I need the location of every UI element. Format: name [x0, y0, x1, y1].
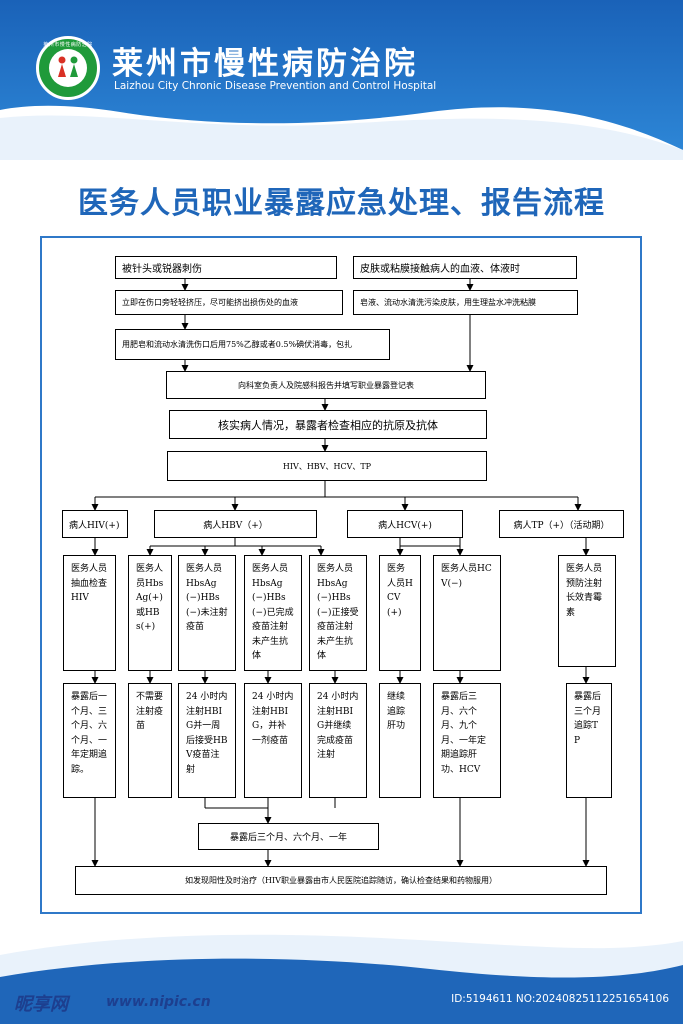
- condition-hbv-unvaccinated: 医务人员HbsAg(−)HBs(−)未注射疫苗: [178, 555, 236, 671]
- branch-hcv: 病人HCV(+): [347, 510, 463, 538]
- flow-box-final-treatment: 如发现阳性及时治疗（HIV职业暴露由市人民医院追踪随访，确认检查结果和药物服用）: [75, 866, 607, 895]
- condition-hcv-negative: 医务人员HCV(−): [433, 555, 501, 671]
- action-hbv-hbig-booster: 24 小时内注射HBIG，并补一剂疫苗: [244, 683, 302, 798]
- condition-hcv-positive: 医务人员HCV(+): [379, 555, 421, 671]
- condition-hiv: 医务人员抽血检查HIV: [63, 555, 116, 671]
- action-hbv-hbig-and-vaccine: 24 小时内注射HBIG并一周后接受HBV疫苗注射: [178, 683, 236, 798]
- flow-box-sharp-injury: 被针头或锐器刺伤: [115, 256, 337, 279]
- site-logo: 昵享网: [14, 994, 68, 1015]
- action-hiv-followup: 暴露后一个月、三个月、六个月、一年定期追踪。: [63, 683, 116, 798]
- condition-tp: 医务人员预防注射长效青霉素: [558, 555, 616, 667]
- branch-hbv: 病人HBV（+）: [154, 510, 317, 538]
- action-hcv-periodic-followup: 暴露后三月、六个月、九个月、一年定期追踪肝功、HCV: [433, 683, 501, 798]
- condition-hbv-positive: 医务人员HbsAg(+)或HBs(+): [128, 555, 172, 671]
- flow-box-report: 向科室负责人及院感科报告并填写职业暴露登记表: [166, 371, 486, 399]
- header-wave-background: [0, 0, 683, 160]
- condition-hbv-vaccinating: 医务人员HbsAg(−)HBs(−)正接受疫苗注射未产生抗体: [309, 555, 367, 671]
- flow-box-wash-disinfect: 用肥皂和流动水清洗伤口后用75%乙醇或者0.5%碘伏消毒，包扎: [115, 329, 390, 360]
- hospital-name-en: Laizhou City Chronic Disease Prevention …: [114, 80, 437, 92]
- hospital-name-cn: 莱州市慢性病防治院: [112, 46, 418, 82]
- hospital-logo: 莱州市慢性病防治院: [36, 36, 100, 100]
- action-tp-followup: 暴露后三个月追踪TP: [566, 683, 612, 798]
- footer-wave-background: [0, 934, 683, 1024]
- flow-box-rinse-skin: 皂液、流动水清洗污染皮肤，用生理盐水冲洗粘膜: [353, 290, 578, 315]
- branch-hiv: 病人HIV(+): [62, 510, 128, 538]
- flow-box-tests: HIV、HBV、HCV、TP: [167, 451, 487, 481]
- page-title: 医务人员职业暴露应急处理、报告流程: [78, 186, 605, 221]
- action-hcv-liver-followup: 继续追踪肝功: [379, 683, 421, 798]
- flow-box-squeeze-wound: 立即在伤口旁轻轻挤压，尽可能挤出损伤处的血液: [115, 290, 343, 315]
- flow-box-verify: 核实病人情况，暴露者检查相应的抗原及抗体: [169, 410, 487, 439]
- branch-tp: 病人TP（+）（活动期）: [499, 510, 624, 538]
- image-id-label: ID:5194611 NO:20240825112251654106: [451, 993, 669, 1005]
- action-hbv-hbig-continue: 24 小时内注射HBIG并继续完成疫苗注射: [309, 683, 367, 798]
- family-figures-icon: [58, 56, 78, 77]
- flow-box-skin-contact: 皮肤或粘膜接触病人的血液、体液时: [353, 256, 577, 279]
- site-url: www.nipic.cn: [106, 994, 211, 1010]
- flow-box-hbv-followup: 暴露后三个月、六个月、一年: [198, 823, 379, 850]
- condition-hbv-vaccinated-no-antibody: 医务人员HbsAg(−)HBs(−)已完成疫苗注射未产生抗体: [244, 555, 302, 671]
- logo-ring-text: 莱州市慢性病防治院: [43, 42, 93, 48]
- action-hbv-no-vaccine: 不需要注射疫苗: [128, 683, 172, 798]
